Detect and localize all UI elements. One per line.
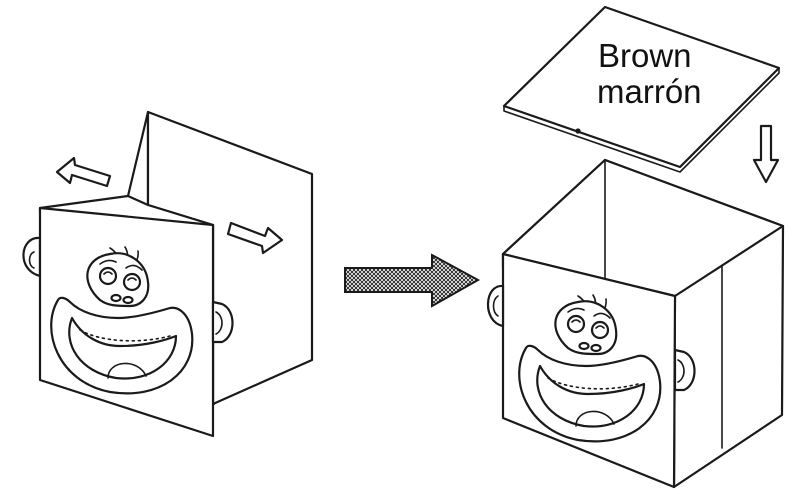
arrow-left-icon <box>57 158 110 186</box>
assembled-box <box>488 160 783 487</box>
unfolding-box <box>23 112 312 436</box>
handle-icon <box>488 286 503 326</box>
left-handle-outer <box>23 238 40 276</box>
arrow-down-icon <box>754 126 778 182</box>
lid-label-english: Brown <box>598 37 692 74</box>
lid-label-spanish: marrón <box>597 73 702 110</box>
lid: Brown marrón <box>504 7 779 172</box>
hatched-arrow-icon <box>345 255 478 306</box>
